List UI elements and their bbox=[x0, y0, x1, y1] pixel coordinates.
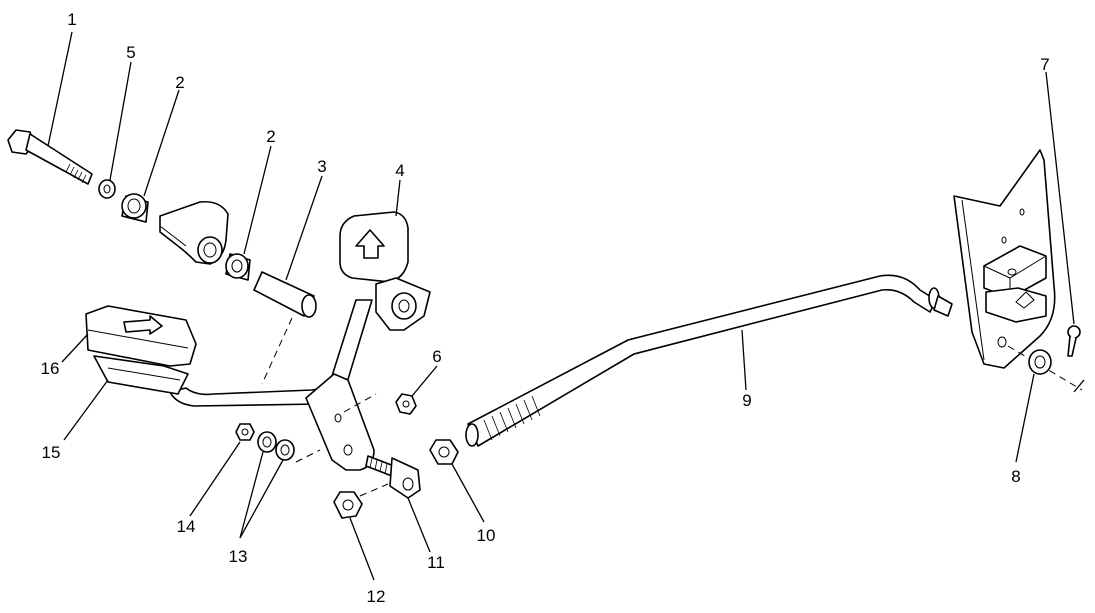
part-7-hairpin bbox=[1067, 325, 1081, 357]
part-5-washer bbox=[98, 179, 116, 199]
mounting-bracket bbox=[953, 149, 1085, 393]
callout-15: 15 bbox=[42, 443, 61, 462]
part-3-spacer-tube bbox=[253, 271, 317, 318]
callout-14: 14 bbox=[177, 517, 196, 536]
part-12-nut bbox=[333, 483, 389, 519]
part-11-swivel bbox=[365, 455, 421, 499]
leader-lines bbox=[47, 31, 1075, 581]
callout-8: 8 bbox=[1011, 467, 1020, 486]
callout-16: 16 bbox=[41, 359, 60, 378]
callout-13: 13 bbox=[229, 547, 248, 566]
part-1-bolt bbox=[7, 129, 93, 185]
part-16-pedal-pad bbox=[85, 305, 197, 367]
callout-9: 9 bbox=[742, 391, 751, 410]
callout-5: 5 bbox=[126, 43, 135, 62]
callout-3: 3 bbox=[317, 157, 326, 176]
part-4-pedal-pad bbox=[339, 211, 409, 283]
callout-7: 7 bbox=[1040, 55, 1049, 74]
part-6-nut bbox=[395, 393, 417, 415]
callout-10: 10 bbox=[477, 526, 496, 545]
clevis-plate bbox=[295, 373, 377, 471]
callout-labels: 1 5 2 2 3 4 6 7 8 9 10 11 12 13 14 15 16 bbox=[41, 10, 1050, 606]
callout-6: 6 bbox=[432, 347, 441, 366]
callout-4: 4 bbox=[395, 161, 404, 180]
part-15-pedal-plate bbox=[93, 355, 189, 395]
pedal-arm bbox=[169, 277, 431, 407]
pivot-bracket bbox=[159, 200, 229, 265]
part-14-nut bbox=[235, 423, 255, 441]
callout-2-left: 2 bbox=[175, 73, 184, 92]
callout-12: 12 bbox=[367, 587, 386, 606]
part-2-bushing-right bbox=[225, 253, 251, 281]
part-8-washer bbox=[1028, 349, 1052, 375]
part-2-bushing-left bbox=[121, 193, 149, 223]
callout-2-right: 2 bbox=[266, 127, 275, 146]
part-13-washers bbox=[257, 431, 295, 461]
part-9-rod bbox=[465, 274, 953, 447]
part-10-nut bbox=[429, 439, 459, 465]
callout-1: 1 bbox=[67, 10, 76, 29]
callout-11: 11 bbox=[427, 553, 445, 572]
